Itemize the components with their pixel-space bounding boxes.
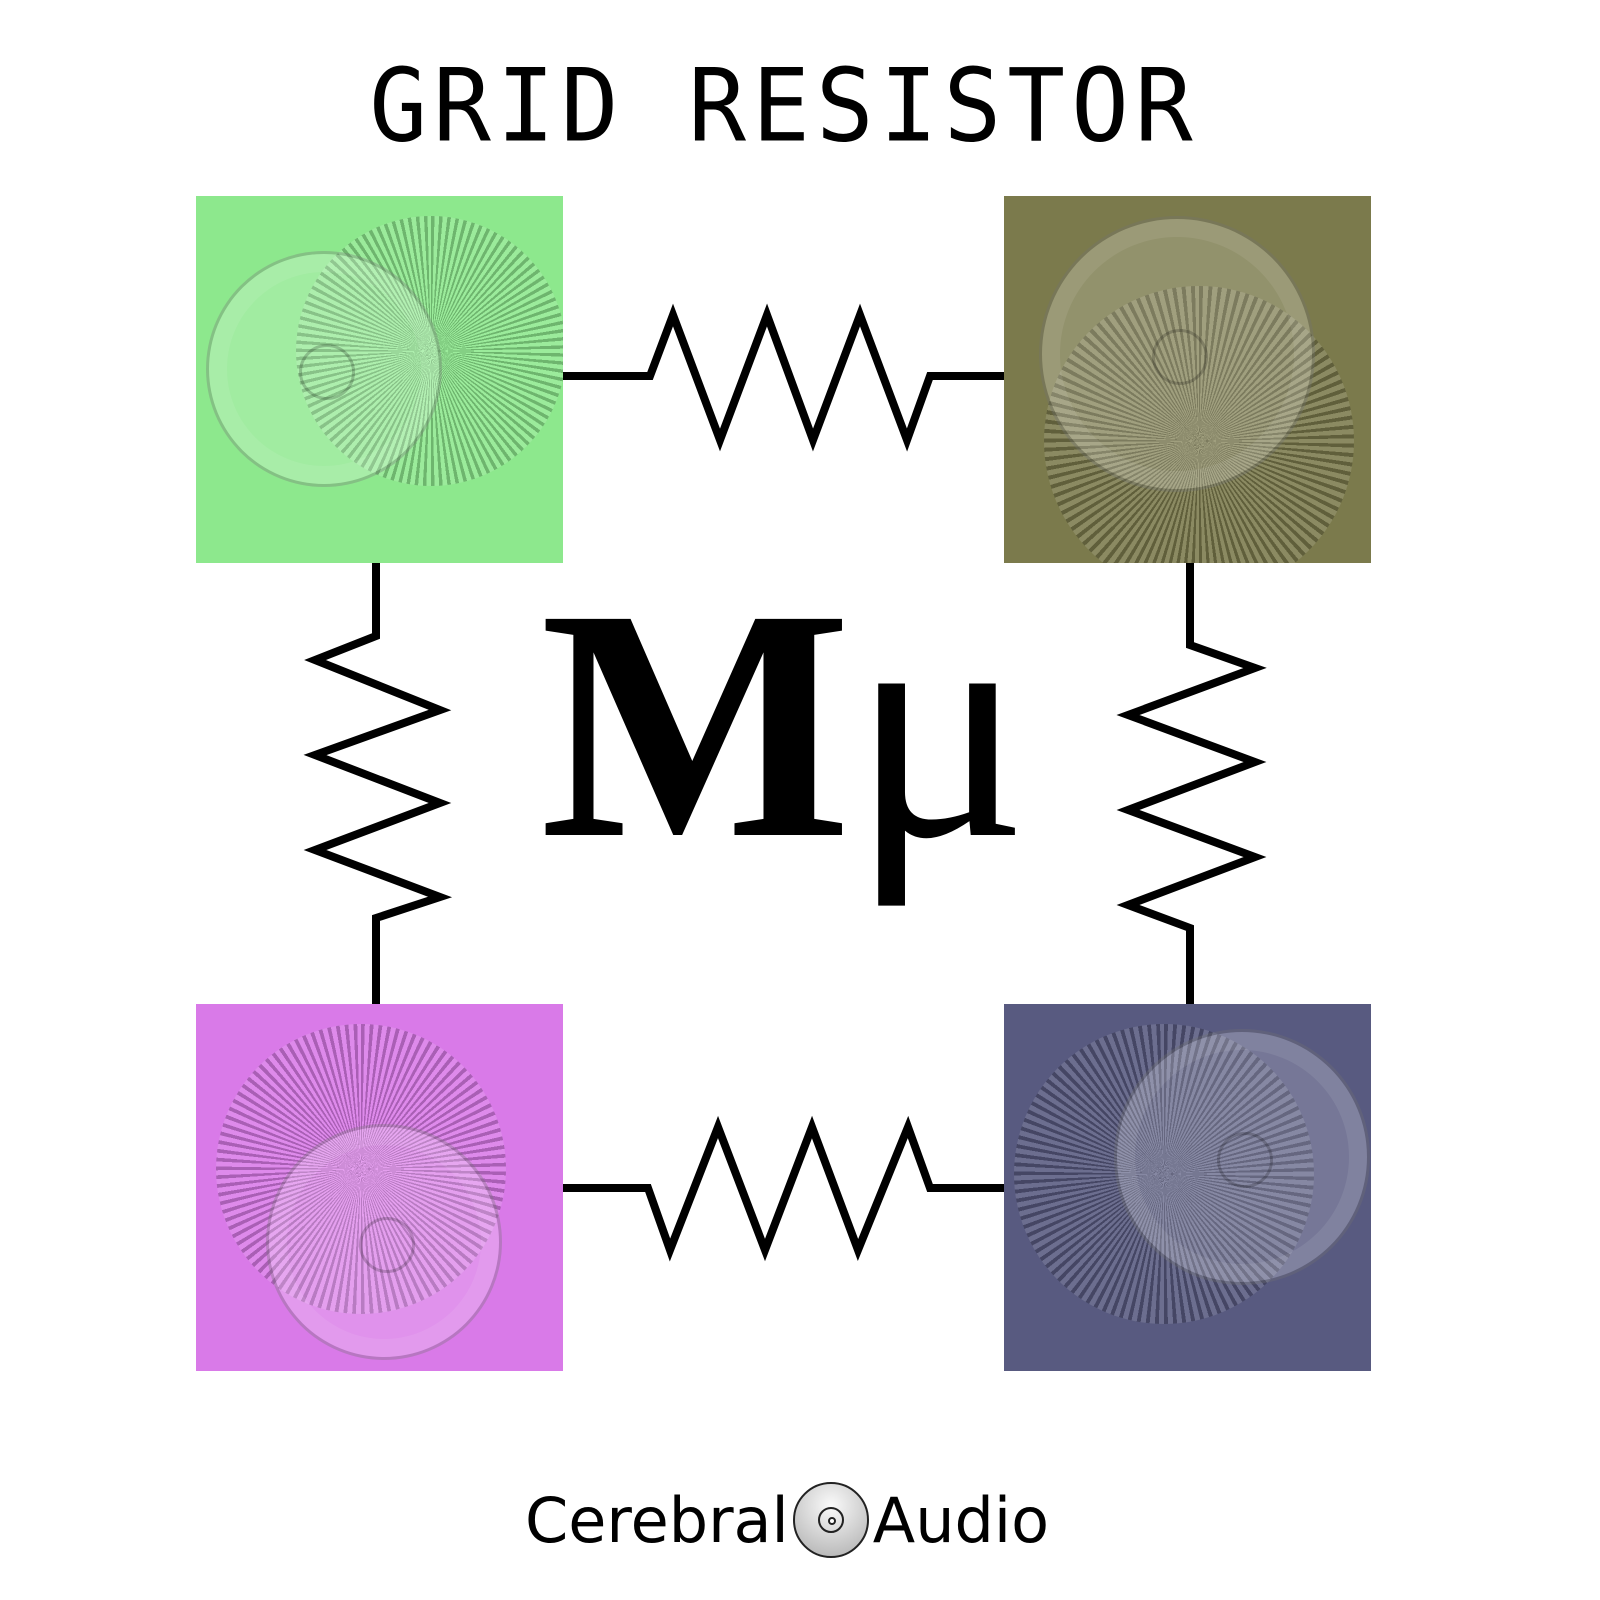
cerebral-audio-logo: Cerebral Audio	[525, 1475, 1049, 1565]
logo-right-text: Audio	[872, 1483, 1050, 1557]
tile-bottom-right	[1004, 1004, 1371, 1371]
tube-center	[299, 344, 355, 400]
tube-center	[1152, 329, 1208, 385]
resistor-bottom	[563, 1115, 1004, 1262]
symbol-mu: μ	[851, 542, 1029, 907]
tile-top-left	[196, 196, 563, 563]
symbol-m: M	[540, 542, 852, 907]
tube-center	[1217, 1132, 1273, 1188]
logo-left-text: Cerebral	[525, 1483, 789, 1557]
tube-disc	[206, 251, 442, 487]
tube-disc	[1039, 216, 1315, 492]
tile-top-right	[1004, 196, 1371, 563]
tile-bottom-left	[196, 1004, 563, 1371]
resistor-left	[303, 563, 453, 1004]
tube-disc	[1114, 1029, 1370, 1285]
tube-disc	[266, 1124, 502, 1360]
album-title: GRID RESISTOR	[369, 47, 1199, 165]
mu-symbol: Mμ	[540, 560, 1028, 890]
resistor-right	[1116, 563, 1267, 1004]
cd-disc-icon	[792, 1482, 869, 1558]
resistor-top	[563, 303, 1004, 452]
tube-center	[359, 1217, 415, 1273]
